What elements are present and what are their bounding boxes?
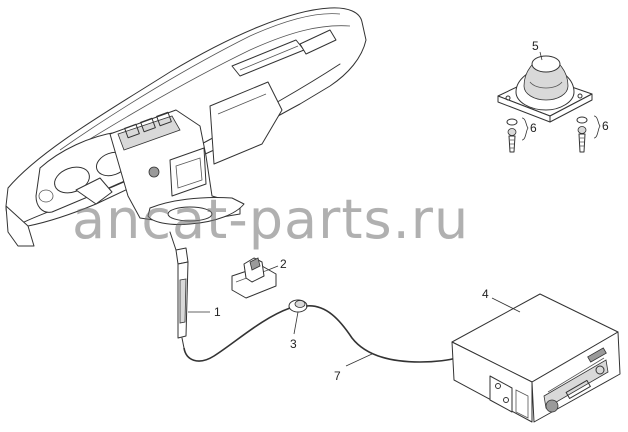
grommet (288, 299, 308, 313)
callout-7: 7 (334, 369, 341, 383)
leader-lines (188, 51, 543, 367)
dashboard-assembly (5, 7, 367, 247)
callout-6-right: 6 (602, 119, 609, 133)
callout-5: 5 (532, 39, 539, 53)
callout-4: 4 (482, 287, 489, 301)
antenna-cable (183, 305, 457, 363)
callout-2: 2 (280, 257, 287, 271)
callout-1: 1 (214, 305, 221, 319)
callout-6-left: 6 (530, 121, 537, 135)
holder-bracket (231, 257, 277, 299)
callout-3: 3 (290, 337, 297, 351)
radio-unit (451, 293, 621, 423)
watermark-text: ancat-parts.ru (72, 188, 469, 251)
antenna-rod (169, 231, 189, 349)
speaker-fasteners (506, 115, 601, 153)
speaker (497, 55, 593, 123)
